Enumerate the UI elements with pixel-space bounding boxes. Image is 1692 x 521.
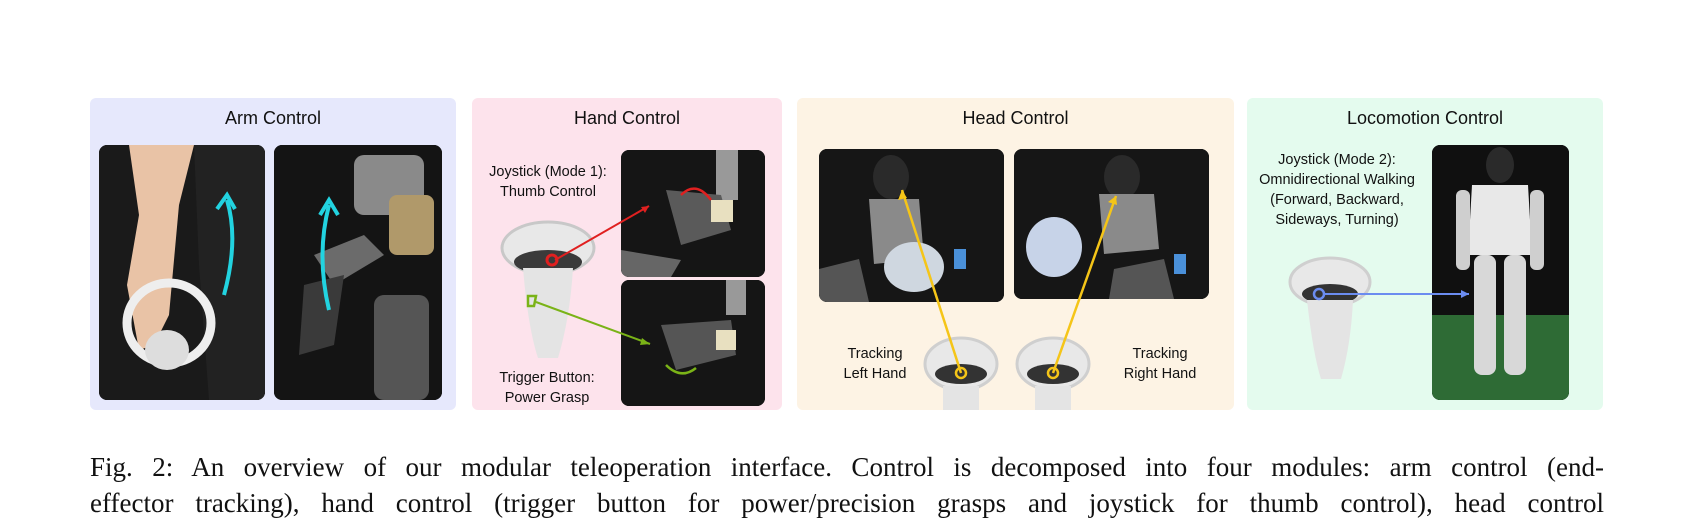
hand-trigger-label: Trigger Button: Power Grasp — [482, 368, 612, 408]
head-right-line2: Right Hand — [1123, 366, 1197, 382]
head-right-line1: Tracking — [1132, 346, 1188, 362]
vr-controller-icon — [498, 218, 598, 368]
head-photo-left — [819, 149, 1004, 302]
head-left-line1: Tracking — [847, 346, 903, 362]
locomotion-connector-line — [1324, 290, 1469, 298]
locomotion-label: Joystick (Mode 2): Omnidirectional Walki… — [1249, 150, 1425, 230]
head-left-line2: Left Hand — [843, 366, 907, 382]
hand-control-panel: Hand Control Joystick (Mode 1): Thumb Co… — [472, 98, 782, 410]
head-right-label: Tracking Right Hand — [1110, 344, 1210, 384]
locomotion-line2: Omnidirectional Walking — [1259, 172, 1415, 188]
hand-trigger-line1: Trigger Button: — [499, 370, 595, 386]
hand-joystick-line2: Thumb Control — [500, 184, 596, 200]
hand-photo-thumb — [621, 150, 765, 277]
caption-line-1: Fig. 2: An overview of our modular teleo… — [90, 452, 1604, 482]
left-controller-icon — [921, 328, 1001, 410]
right-controller-icon — [1013, 328, 1093, 410]
hand-control-title: Hand Control — [573, 108, 681, 128]
arm-control-title: Arm Control — [224, 108, 322, 128]
arm-control-panel: Arm Control — [90, 98, 456, 410]
hand-joystick-label: Joystick (Mode 1): Thumb Control — [478, 162, 618, 202]
locomotion-photo-robot — [1432, 145, 1569, 400]
arm-photo-robot — [274, 145, 442, 400]
arm-photo-human — [99, 145, 265, 400]
locomotion-line3: (Forward, Backward, — [1270, 192, 1404, 208]
hand-connector-lines — [535, 205, 651, 345]
head-control-panel: Head Control Tracking Left Hand Tracking… — [797, 98, 1234, 410]
hand-joystick-line1: Joystick (Mode 1): — [489, 164, 607, 180]
head-control-title: Head Control — [962, 108, 1069, 128]
head-left-label: Tracking Left Hand — [825, 344, 925, 384]
caption-line-2: effector tracking), hand control (trigge… — [90, 488, 1604, 518]
locomotion-control-panel: Locomotion Control Joystick (Mode 2): Om… — [1247, 98, 1603, 410]
head-photo-right — [1014, 149, 1209, 299]
head-connector-lines — [898, 189, 1118, 374]
locomotion-line1: Joystick (Mode 2): — [1278, 152, 1396, 168]
figure-caption: Fig. 2: An overview of our modular teleo… — [90, 449, 1604, 521]
hand-trigger-line2: Power Grasp — [504, 390, 590, 406]
locomotion-control-title: Locomotion Control — [1346, 108, 1504, 128]
locomotion-line4: Sideways, Turning) — [1275, 212, 1399, 228]
hand-photo-grasp — [621, 280, 765, 406]
